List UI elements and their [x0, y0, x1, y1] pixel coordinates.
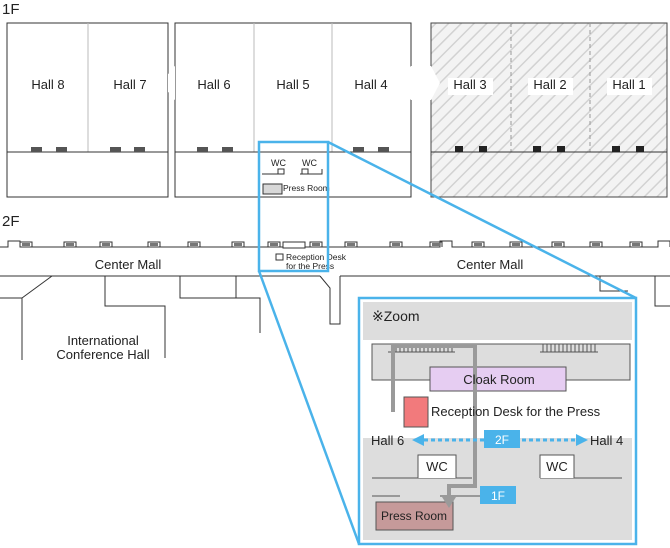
route-arrow-head [442, 497, 456, 508]
hall-8-label: Hall 8 [31, 77, 64, 92]
floor-2f-label: 2F [495, 433, 509, 447]
press-room-label-1f: Press Room [283, 183, 330, 193]
cloak-room-label: Cloak Room [463, 372, 535, 387]
center-mall-outline [0, 240, 670, 277]
hall-5-label: Hall 5 [276, 77, 309, 92]
floor-1f-label: 1F [491, 489, 505, 503]
center-mall-left-label: Center Mall [95, 257, 162, 272]
conference-hall-label-line1: International [67, 333, 139, 348]
wc-label-left: WC [271, 158, 286, 168]
conference-hall-label-line2: Conference Hall [56, 347, 149, 362]
reception-desk-label: Reception Desk for the Press [431, 404, 601, 419]
zoom-panel [357, 296, 638, 546]
floor-label-1f: 1F [2, 1, 20, 18]
hall-2-label: Hall 2 [533, 77, 566, 92]
zoom-title: ※Zoom [372, 308, 420, 324]
hall-4-label: Hall 4 [354, 77, 387, 92]
reception-label-line2: for the Press [286, 261, 334, 271]
mall-gates [19, 241, 643, 248]
reception-label-line1: Reception Desk [286, 252, 347, 262]
hall-7-label: Hall 7 [113, 77, 146, 92]
hall-6-label: Hall 6 [197, 77, 230, 92]
zoom-wc-left-label: WC [426, 459, 448, 474]
zoom-hall-4-label: Hall 4 [590, 433, 623, 448]
wc-label-right: WC [302, 158, 317, 168]
hall-block-center [174, 22, 412, 198]
floor-1f-badge [480, 486, 516, 504]
hall-block-east [430, 22, 668, 198]
zoom-wc-right-label: WC [546, 459, 568, 474]
zoom-highlight [257, 140, 637, 545]
zoom-hall-6-label: Hall 6 [371, 433, 404, 448]
floor-2f-arrow [412, 430, 588, 448]
hall-3-label: Hall 3 [453, 77, 486, 92]
route-path [391, 344, 477, 498]
zoom-press-room-label: Press Room [381, 509, 447, 523]
hall-1-label: Hall 1 [612, 77, 645, 92]
conference-hall-outline [0, 275, 261, 360]
center-mall-right-label: Center Mall [457, 257, 524, 272]
floor-label-2f: 2F [2, 213, 20, 230]
hall-block-west [6, 22, 169, 198]
